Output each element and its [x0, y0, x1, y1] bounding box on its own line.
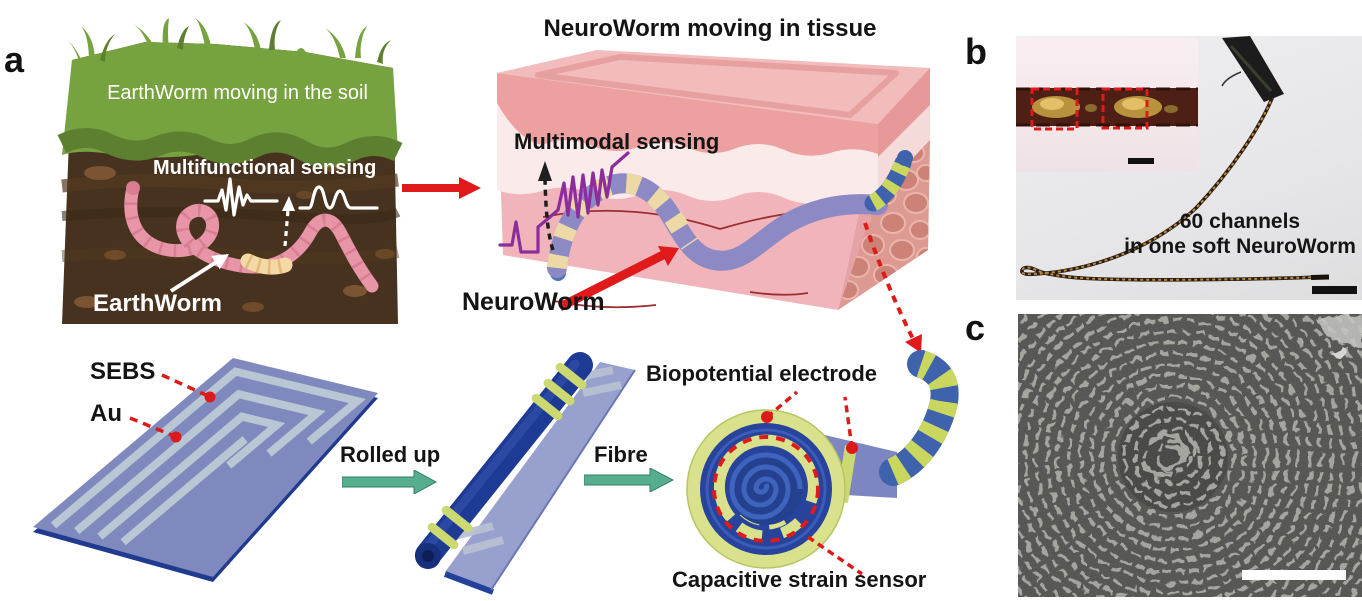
panel-b-photo [1016, 36, 1362, 300]
earthworm-label: EarthWorm [93, 290, 222, 317]
fibre-cross-section-illustration [686, 350, 959, 576]
multifunctional-sensing-label: Multifunctional sensing [153, 157, 377, 179]
multimodal-sensing-label: Multimodal sensing [514, 129, 720, 154]
tweezers [1221, 36, 1284, 102]
inset-scale-bar [1128, 158, 1154, 164]
earthworm [124, 181, 379, 293]
neuroworm-fibre-photo [1020, 36, 1330, 282]
capacitive-strain-sensor-label: Capacitive strain sensor [672, 567, 927, 592]
electrode-highlight-boxes [1030, 87, 1149, 131]
fibre-label: Fibre [594, 442, 648, 467]
soft-fibre [1020, 95, 1330, 282]
multimodal-signal-waveforms [498, 151, 630, 254]
soil-illustration [57, 18, 403, 324]
soil-signal-waveforms [203, 177, 379, 217]
tissue-illustration [497, 50, 930, 353]
photo-caption-line2: in one soft NeuroWorm [1124, 235, 1356, 258]
biopotential-electrode-label: Biopotential electrode [646, 361, 878, 386]
panel-b-label: b [965, 31, 987, 72]
tube-electrode-bands [427, 362, 587, 550]
panel-a-label: a [4, 39, 25, 80]
soil-dashed-arrow-icon [282, 196, 295, 247]
rolled-up-label: Rolled up [340, 442, 441, 467]
capacitive-sensor-ring [712, 435, 820, 543]
gold-electrode-patches [1032, 96, 1178, 118]
neuroworm-pointer-arrow-icon [558, 246, 679, 311]
fibre-arrow-icon [584, 468, 674, 492]
neuroworm-head [864, 150, 913, 212]
material-leader-lines [129, 373, 216, 443]
fibre-tail [879, 350, 959, 486]
fibre-micrograph-inset [1016, 38, 1198, 172]
worm-clitellum [240, 253, 293, 275]
rolled-tube [415, 352, 593, 568]
rolled-sheet-illustration [415, 352, 636, 595]
neuroworm-label: NeuroWorm [462, 288, 605, 316]
sem-scale-bar [1242, 570, 1346, 580]
rolled-up-arrow-icon [342, 470, 437, 494]
crosssection-leader-lines [761, 390, 863, 576]
tissue-to-crosssection-arrow-icon [863, 222, 922, 353]
flat-sheet-illustration [25, 350, 395, 585]
soil-title: EarthWorm moving in the soil [107, 82, 368, 104]
gold-traces [53, 372, 357, 555]
grass-blades [65, 18, 391, 64]
photo-caption-line1: 60 channels [1179, 210, 1301, 233]
photo-scale-bar [1312, 286, 1357, 294]
panel-c-label: c [965, 307, 986, 348]
panel-c-sem-image [1018, 314, 1362, 597]
sebs-label: SEBS [90, 358, 156, 385]
tissue-title: NeuroWorm moving in tissue [543, 15, 877, 42]
soil-to-tissue-arrow-icon [402, 177, 481, 199]
au-label: Au [90, 400, 122, 427]
spiral-core [729, 452, 803, 520]
earthworm-pointer-arrow-icon [169, 254, 229, 293]
tissue-dashed-arrow-icon [538, 161, 555, 251]
